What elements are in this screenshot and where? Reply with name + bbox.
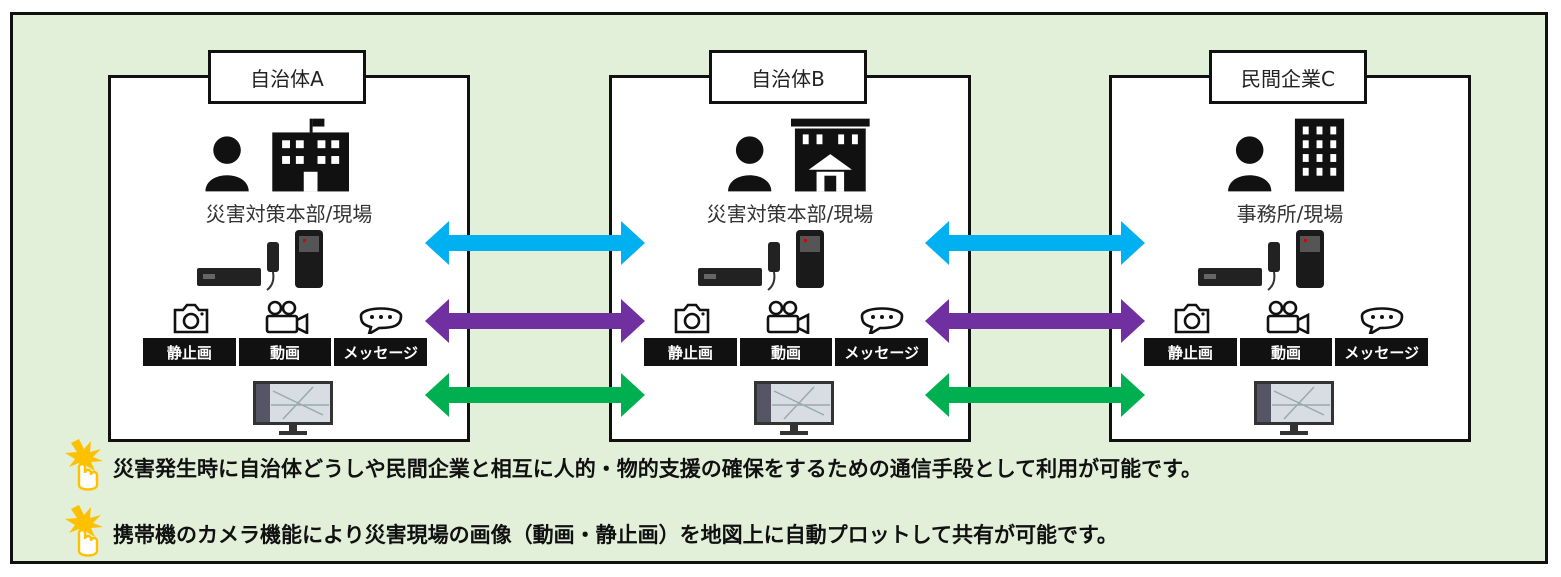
function-bar: 静止画 動画 メッセージ — [644, 338, 929, 366]
function-photo: 静止画 — [143, 338, 236, 366]
person-icon — [1228, 136, 1272, 192]
map-monitor-icon — [1254, 381, 1334, 435]
org-label: 自治体A — [208, 50, 366, 104]
radio-devices-icon — [197, 230, 323, 291]
org-icons — [205, 118, 349, 192]
speech-bubble-icon — [1360, 307, 1404, 334]
role-label: 事務所/現場 — [1236, 202, 1344, 226]
map-monitor-icon — [253, 381, 333, 435]
speech-bubble-icon — [359, 307, 403, 334]
org-label: 自治体B — [709, 50, 867, 104]
office-building-icon — [1294, 118, 1345, 192]
function-message: メッセージ — [835, 338, 929, 366]
org-label: 民間企業C — [1209, 50, 1367, 104]
function-icons — [173, 300, 403, 334]
function-photo: 静止画 — [1144, 338, 1237, 366]
role-label: 災害対策本部/現場 — [205, 202, 373, 226]
radio-devices-icon — [698, 230, 824, 291]
video-link-arrow — [425, 299, 645, 343]
map-monitor-icon — [754, 381, 834, 435]
function-video: 動画 — [739, 338, 833, 366]
org-panel-b: 自治体B 災害対策本部/現場 — [609, 50, 971, 442]
person-icon — [205, 136, 249, 192]
function-icons — [1174, 300, 1404, 334]
speech-bubble-icon — [860, 307, 904, 334]
city-hall-flag-icon — [272, 118, 349, 192]
org-panel-c: 民間企業C 事務所/現場 — [1109, 50, 1471, 442]
function-bar: 静止画 動画 メッセージ — [1144, 338, 1429, 366]
video-camera-icon — [1266, 300, 1310, 334]
video-link-arrow — [925, 299, 1145, 343]
role-label: 災害対策本部/現場 — [706, 202, 874, 226]
org-icons — [1228, 118, 1345, 192]
function-message: メッセージ — [334, 338, 428, 366]
photo-link-arrow — [925, 221, 1145, 265]
function-icons — [674, 300, 904, 334]
city-hall-icon — [790, 118, 870, 192]
note-item: 災害発生時に自治体どうしや民間企業と相互に人的・物的支援の確保をするための通信手… — [65, 437, 1515, 497]
diagram-frame: 自治体A 災害対策本部/現場 — [10, 12, 1548, 564]
note-text: 災害発生時に自治体どうしや民間企業と相互に人的・物的支援の確保をするための通信手… — [113, 457, 1203, 481]
tap-burst-icon — [65, 505, 103, 557]
function-message: メッセージ — [1335, 338, 1429, 366]
person-icon — [728, 136, 772, 192]
note-item: 携帯機のカメラ機能により災害現場の画像（動画・静止画）を地図上に自動プロットして… — [65, 503, 1515, 563]
note-text: 携帯機のカメラ機能により災害現場の画像（動画・静止画）を地図上に自動プロットして… — [113, 523, 1118, 547]
video-camera-icon — [265, 300, 309, 334]
photo-link-arrow — [425, 221, 645, 265]
tap-burst-icon — [65, 439, 103, 491]
video-camera-icon — [766, 300, 810, 334]
camera-icon — [173, 303, 209, 334]
function-photo: 静止画 — [644, 338, 737, 366]
function-video: 動画 — [1239, 338, 1333, 366]
camera-icon — [1174, 303, 1210, 334]
map-link-arrow — [425, 373, 645, 417]
camera-icon — [674, 303, 710, 334]
map-link-arrow — [925, 373, 1145, 417]
function-bar: 静止画 動画 メッセージ — [143, 338, 428, 366]
radio-devices-icon — [1198, 230, 1324, 291]
function-video: 動画 — [238, 338, 332, 366]
org-icons — [728, 118, 870, 192]
org-panel-a: 自治体A 災害対策本部/現場 — [108, 50, 470, 442]
